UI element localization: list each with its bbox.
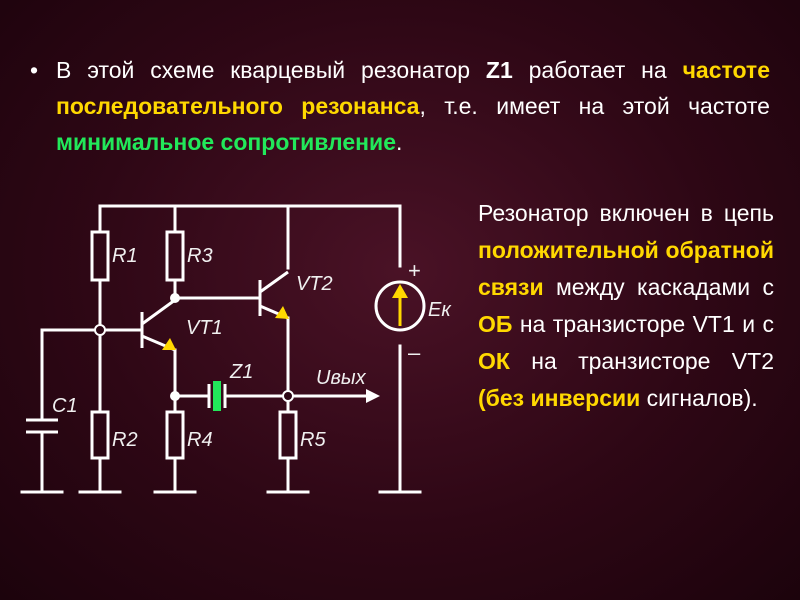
resistor-r4 xyxy=(165,410,185,460)
bullet-marker: • xyxy=(30,57,39,83)
intro-paragraph: • В этой схеме кварцевый резонатор Z1 ра… xyxy=(30,52,770,160)
side-highlight-no-inversion: (без инверсии xyxy=(478,385,641,411)
label-vt2: VT2 xyxy=(296,273,333,295)
label-plus: + xyxy=(408,258,421,283)
label-r3: R3 xyxy=(187,245,213,267)
resistor-r5 xyxy=(278,410,298,460)
side-text-4: на транзисторе VT2 xyxy=(509,348,774,374)
intro-highlight-series-resonance: частоте последовательного резонанса xyxy=(56,57,770,119)
vt2-emitter-arrow xyxy=(275,306,289,319)
junction-r3 xyxy=(170,293,180,303)
junction-r1 xyxy=(94,324,106,336)
intro-text-1: В этой схеме кварцевый резонатор xyxy=(56,57,486,83)
base-node-wire xyxy=(98,328,142,494)
intro-text-4: . xyxy=(395,129,403,155)
crystal-z1 xyxy=(207,381,227,411)
junction-r5 xyxy=(282,390,294,402)
label-r2: R2 xyxy=(112,429,138,451)
side-text-5: сигналов). xyxy=(640,385,758,411)
uout-arrow xyxy=(366,389,380,403)
label-minus: – xyxy=(408,340,421,365)
intro-z1: Z1 xyxy=(485,57,513,83)
resistor-r2 xyxy=(90,410,110,460)
label-c1: C1 xyxy=(52,395,78,417)
source-ek xyxy=(374,280,426,332)
capacitor-c1 xyxy=(26,418,58,434)
side-highlight-ok: ОК xyxy=(478,348,510,374)
side-text-2: между каскадами с xyxy=(543,274,774,300)
vt1-emitter-arrow xyxy=(162,338,176,350)
side-highlight-ob: ОБ xyxy=(478,311,513,337)
label-ek: Eк xyxy=(428,299,452,321)
junction-r4 xyxy=(170,391,180,401)
side-highlight-positive-feedback: положительной обратной связи xyxy=(478,237,774,300)
label-r1: R1 xyxy=(112,245,138,267)
resistor-r3 xyxy=(165,230,185,282)
explanation-paragraph: Резонатор включен в цепь положительной о… xyxy=(478,195,774,417)
label-z1: Z1 xyxy=(229,361,253,383)
label-uout: Uвых xyxy=(316,367,367,389)
side-text-3: на транзисторе VT1 и с xyxy=(512,311,774,337)
c1-wire xyxy=(40,328,102,494)
label-vt1: VT1 xyxy=(186,317,223,339)
side-text-1: Резонатор включен в цепь xyxy=(478,200,774,226)
intro-text-3: , т.е. имеет на этой частоте xyxy=(419,93,770,119)
intro-text-2: работает на xyxy=(512,57,683,83)
label-r4: R4 xyxy=(187,429,213,451)
resistor-r1 xyxy=(90,230,110,282)
label-r5: R5 xyxy=(300,429,326,451)
top-rail-wire xyxy=(98,204,402,268)
intro-highlight-min-resistance: минимальное сопротивление xyxy=(56,129,396,155)
circuit-diagram: R1 R3 R2 R4 R5 VT1 VT2 Z1 C1 Uвых Eк + – xyxy=(20,204,452,494)
